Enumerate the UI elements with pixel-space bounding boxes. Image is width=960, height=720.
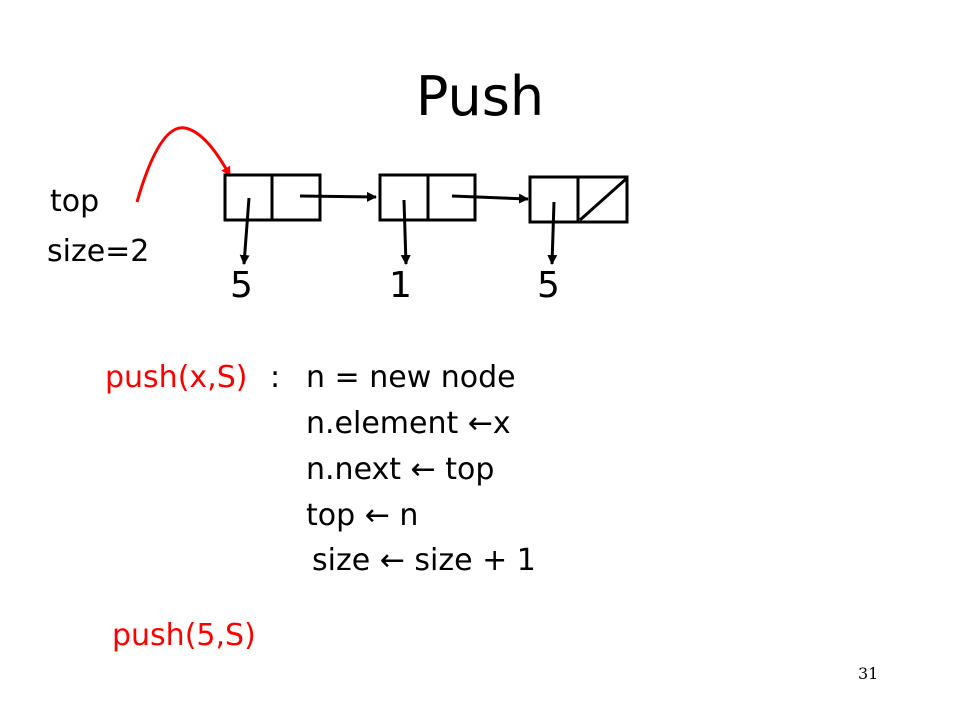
node-value-1: 5 — [230, 265, 253, 306]
node-value-2: 1 — [389, 265, 412, 306]
signature-colon: : — [270, 360, 281, 395]
page-number: 31 — [858, 664, 879, 683]
node-value-3: 5 — [537, 265, 560, 306]
code-line-4: top ← n — [306, 498, 419, 533]
element-arrow-2 — [400, 199, 411, 265]
code-line-1: n = new node — [306, 360, 516, 395]
size-label: size=2 — [47, 234, 150, 269]
element-arrow-1 — [239, 197, 251, 265]
code-line-2: n.element ←x — [306, 406, 511, 441]
slide-title: Push — [415, 65, 545, 128]
next-arrow-1 — [299, 191, 377, 202]
top-pointer-arrow — [135, 126, 232, 203]
top-label: top — [50, 184, 100, 219]
element-arrow-3 — [547, 201, 558, 265]
null-slash — [579, 177, 627, 222]
list-node-3 — [528, 175, 629, 224]
code-line-3: n.next ← top — [306, 452, 495, 487]
push-example: push(5,S) — [112, 618, 256, 653]
push-signature: push(x,S) — [105, 360, 248, 395]
code-line-5: size ← size + 1 — [312, 543, 536, 578]
next-arrow-2 — [451, 193, 529, 204]
